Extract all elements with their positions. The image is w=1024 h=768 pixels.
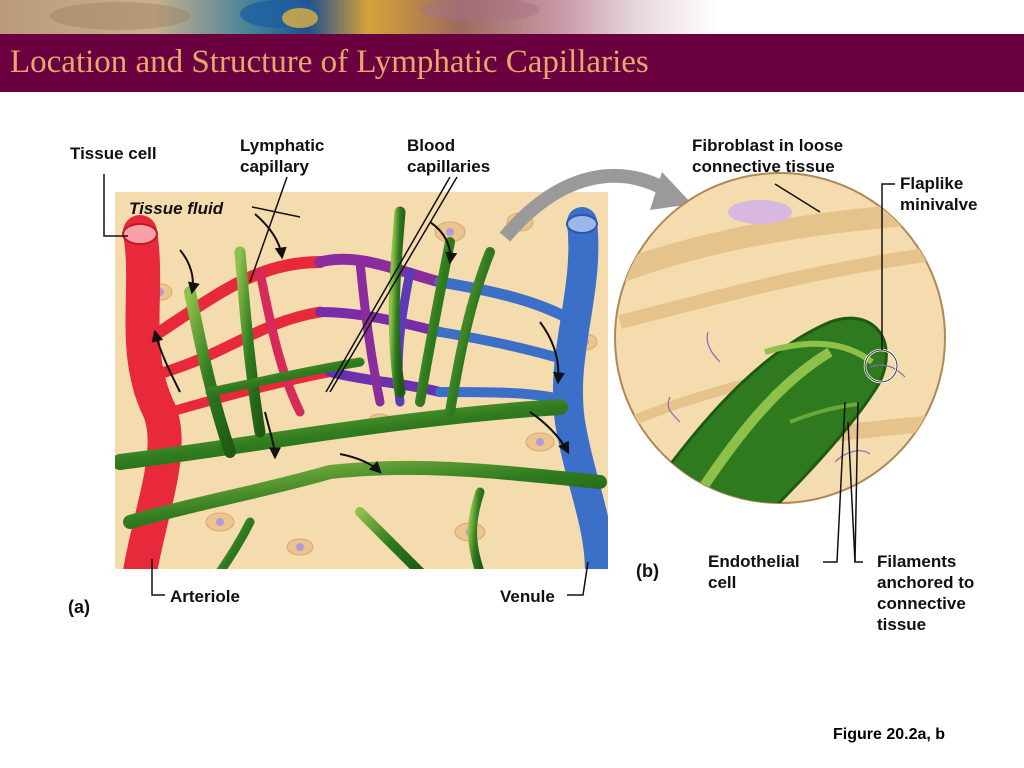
title-bar (0, 34, 1024, 92)
lymphatic-capillary-figure (103, 168, 946, 596)
panel-b-illustration (614, 172, 946, 504)
label-filaments-line2: anchored to (877, 573, 975, 592)
label-filaments-line1: Filaments (877, 552, 957, 571)
label-flaplike-line2: minivalve (900, 195, 978, 214)
slide-title: Location and Structure of Lymphatic Capi… (10, 44, 649, 80)
label-leader-lines (103, 174, 895, 596)
label-endothelial-line2: cell (708, 573, 737, 592)
venule (552, 207, 608, 569)
label-fibroblast-line1: Fibroblast in loose (692, 136, 844, 155)
panel-a-illustration (115, 192, 608, 569)
lymphatic-capillary-network (115, 206, 607, 569)
label-tissue-cell: Tissue cell (70, 144, 157, 163)
decorative-banner (0, 0, 1024, 34)
label-fibroblast-line2: connective tissue (692, 157, 835, 176)
label-arteriole: Arteriole (170, 587, 240, 606)
panel-a-tag: (a) (68, 597, 90, 617)
label-endothelial-line1: Endothelial (708, 552, 800, 571)
label-flaplike-line1: Flaplike (900, 174, 964, 193)
label-venule: Venule (500, 587, 555, 606)
label-filaments-line4: tissue (877, 615, 927, 634)
label-filaments-line3: connective (877, 594, 966, 613)
label-blood-capillaries-line1: Blood (407, 136, 456, 155)
connecting-arrow (499, 168, 674, 242)
connecting-arrow-head (650, 172, 692, 210)
label-tissue-fluid: Tissue fluid (129, 199, 224, 218)
label-lymphatic-capillary-line1: Lymphatic (240, 136, 325, 155)
panel-b-tag: (b) (636, 561, 659, 581)
figure-caption: Figure 20.2a, b (833, 726, 946, 743)
flow-arrows (151, 213, 570, 474)
label-blood-capillaries-line2: capillaries (407, 157, 491, 176)
label-lymphatic-capillary-line2: capillary (240, 157, 309, 176)
